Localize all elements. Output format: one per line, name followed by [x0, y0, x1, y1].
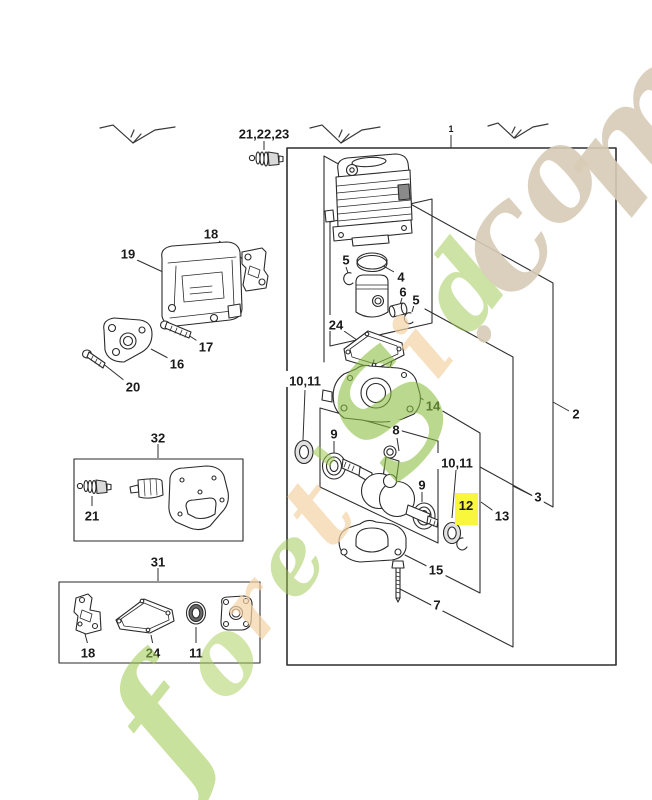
part-label-18b[interactable]: 18: [81, 645, 95, 660]
part-clip-5b: [403, 312, 414, 325]
part-label-5b-bg: [410, 290, 422, 306]
part-label-2[interactable]: 2: [572, 406, 579, 421]
part-label-19-bg: [118, 244, 138, 260]
reference-mark-icon: [487, 122, 549, 139]
part-label-6-bg: [397, 282, 409, 298]
reference-mark-icon: [309, 124, 381, 144]
part-label-16-bg: [167, 354, 187, 370]
leader-lines: [84, 135, 570, 646]
part-wrist-pin-6: [388, 302, 408, 318]
part-crankshaft-8: [341, 445, 439, 528]
part-label-7-bg: [431, 595, 443, 611]
part-label-10-11-a[interactable]: 10,11: [289, 373, 321, 388]
part-label-5a[interactable]: 5: [342, 252, 349, 267]
box-label-32-bg: [148, 428, 168, 444]
part-label-4[interactable]: 4: [397, 269, 405, 284]
part-label-21-bg: [82, 506, 102, 522]
part-label-5b[interactable]: 5: [412, 292, 419, 307]
part-snap-ring-12: [456, 537, 468, 551]
part-piston: [355, 274, 389, 318]
subgroup-box-32: [73, 458, 244, 542]
part-label-13[interactable]: 13: [495, 508, 509, 523]
part-screw-17: [159, 320, 192, 339]
part-label-9b-bg: [416, 475, 428, 491]
reference-marks: [99, 122, 549, 144]
part-label-21[interactable]: 21: [85, 508, 99, 523]
part-label-24b[interactable]: 24: [146, 645, 161, 660]
part-bearing-9-left: [321, 452, 347, 480]
part-label-18-bg: [201, 224, 221, 240]
part-gasket-24-kit: [115, 598, 175, 634]
part-label-14-bg: [423, 396, 443, 412]
subgroup-box-31: [58, 581, 261, 664]
part-label-10-11-a-bg: [284, 371, 326, 387]
part-screw-7: [391, 560, 405, 603]
part-label-24-bg: [326, 315, 346, 331]
part-label-9b[interactable]: 9: [418, 477, 425, 492]
group-ref-label-21-22-23[interactable]: 21,22,23: [239, 126, 290, 141]
part-label-10-11-b[interactable]: 10,11: [441, 455, 473, 470]
spark-plug-icon: [248, 151, 284, 167]
group-ref-label-21-22-23-bg: [231, 124, 297, 140]
part-label-7[interactable]: 7: [433, 597, 440, 612]
part-label-15-bg: [426, 560, 446, 576]
box-label-31-bg: [148, 552, 168, 568]
part-label-8[interactable]: 8: [392, 422, 399, 437]
part-label-11-bg: [186, 643, 206, 659]
part-label-2-bg: [570, 404, 582, 420]
highlight-part-12[interactable]: [455, 493, 478, 525]
part-label-12[interactable]: 12: [459, 498, 473, 513]
part-label-3-bg: [532, 487, 544, 503]
part-spark-plug-21: [76, 479, 112, 495]
part-label-24[interactable]: 24: [329, 317, 344, 332]
part-gasket-18-upper: [241, 247, 269, 292]
part-crankcase-top-14: [321, 359, 421, 423]
reference-mark-icon: [99, 124, 176, 144]
assembly-outline-piston-kit: [329, 198, 433, 347]
part-fuel-filter-32: [129, 478, 164, 499]
part-cylinder: [324, 153, 413, 247]
part-label-8-bg: [390, 420, 402, 436]
part-label-9a-bg: [328, 424, 340, 440]
box-label-32[interactable]: 32: [151, 430, 165, 445]
part-clip-5a: [343, 272, 354, 286]
part-label-15[interactable]: 15: [429, 562, 443, 577]
part-muffler-19: [161, 241, 243, 327]
part-label-5a-bg: [340, 250, 352, 266]
part-label-1-bg: [446, 121, 456, 133]
part-label-10-11-b-bg: [436, 453, 478, 469]
part-label-4-bg: [395, 267, 407, 283]
part-label-17[interactable]: 17: [199, 339, 213, 354]
part-label-14[interactable]: 14: [426, 398, 441, 413]
box-label-31[interactable]: 31: [151, 554, 165, 569]
part-label-24b-bg: [143, 643, 163, 659]
part-piston-ring-4: [356, 252, 388, 273]
part-gasket-18-kit: [73, 593, 102, 635]
assembly-outline-3: [397, 308, 514, 648]
part-label-19[interactable]: 19: [121, 246, 135, 261]
part-label-20-bg: [123, 377, 143, 393]
part-oil-seal-11-kit: [185, 601, 207, 625]
part-oil-seal-10-11-left: [294, 439, 314, 465]
part-label-1[interactable]: 1: [448, 124, 453, 134]
part-crankcase-bottom-15: [338, 519, 407, 563]
part-label-18[interactable]: 18: [204, 226, 218, 241]
part-cover-plate-32: [168, 465, 229, 531]
part-gasket-carb-kit: [220, 595, 253, 631]
part-label-6[interactable]: 6: [399, 284, 406, 299]
part-label-17-bg: [196, 337, 216, 353]
part-label-16[interactable]: 16: [170, 356, 184, 371]
part-label-13-bg: [492, 506, 512, 522]
part-label-9a[interactable]: 9: [330, 426, 337, 441]
part-label-20[interactable]: 20: [126, 379, 140, 394]
part-label-3[interactable]: 3: [534, 489, 541, 504]
part-label-18b-bg: [78, 643, 98, 659]
part-screw-20: [81, 349, 106, 369]
part-oil-seal-10-11-right: [442, 521, 462, 545]
part-flange-16: [103, 317, 153, 363]
part-gasket-24: [343, 330, 405, 370]
part-label-11[interactable]: 11: [189, 645, 203, 660]
